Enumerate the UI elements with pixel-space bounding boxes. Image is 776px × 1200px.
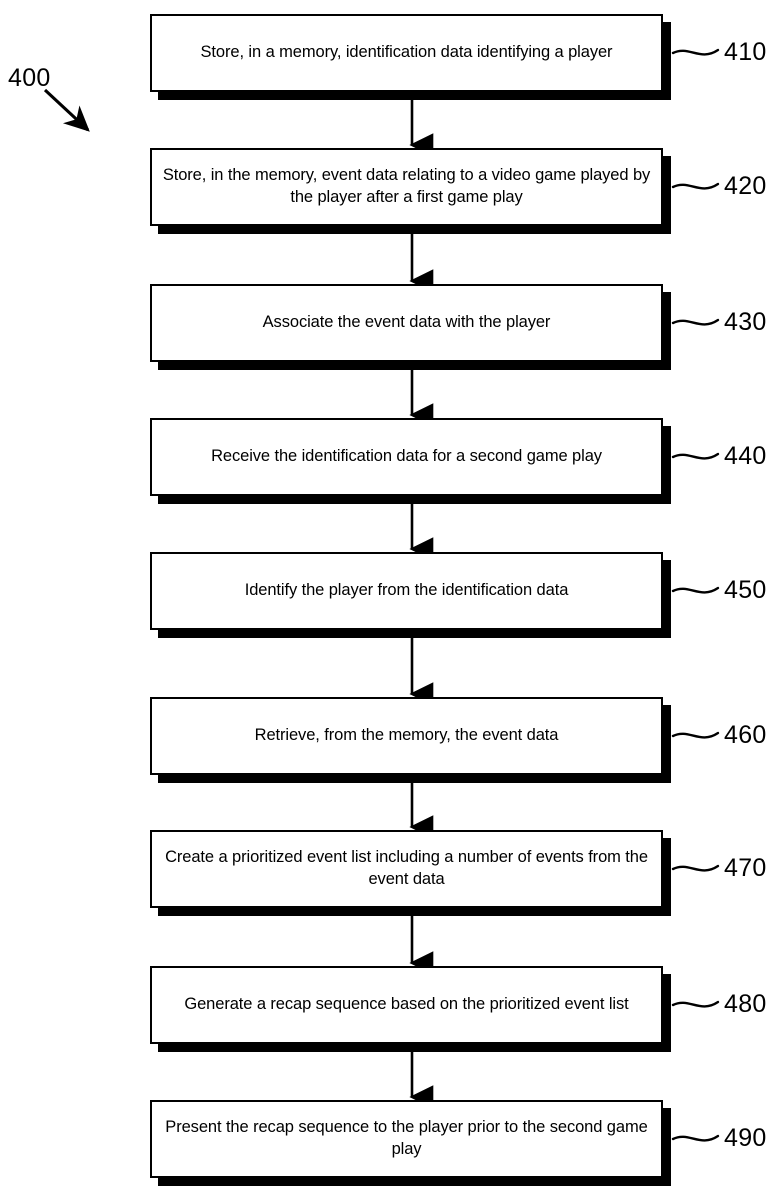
process-box-label: Store, in a memory, identification data … — [200, 43, 613, 62]
process-box-label: Store, in the memory, event data relatin… — [162, 166, 651, 206]
reference-number-410: 410 — [724, 38, 767, 66]
reference-number-430: 430 — [724, 308, 767, 336]
process-box-480[interactable]: Generate a recap sequence based on the p… — [150, 966, 663, 1044]
process-box-430[interactable]: Associate the event data with the player — [150, 284, 663, 362]
process-box-490[interactable]: Present the recap sequence to the player… — [150, 1100, 663, 1178]
leader-490 — [671, 1134, 720, 1142]
leader-420 — [671, 182, 720, 190]
process-box-420[interactable]: Store, in the memory, event data relatin… — [150, 148, 663, 226]
figure-number-label: 400 — [8, 64, 51, 92]
process-box-label: Identify the player from the identificat… — [244, 581, 569, 600]
process-box-470[interactable]: Create a prioritized event list includin… — [150, 830, 663, 908]
reference-number-470: 470 — [724, 854, 767, 882]
process-box-label: Associate the event data with the player — [262, 313, 551, 332]
leader-440 — [671, 452, 720, 460]
reference-number-490: 490 — [724, 1124, 767, 1152]
leader-450 — [671, 586, 720, 594]
process-box-label: Retrieve, from the memory, the event dat… — [254, 726, 559, 745]
process-box-label: Present the recap sequence to the player… — [165, 1118, 648, 1158]
leader-460 — [671, 731, 720, 739]
process-box-460[interactable]: Retrieve, from the memory, the event dat… — [150, 697, 663, 775]
process-box-label: Receive the identification data for a se… — [211, 447, 602, 466]
reference-number-420: 420 — [724, 172, 767, 200]
process-box-440[interactable]: Receive the identification data for a se… — [150, 418, 663, 496]
leader-480 — [671, 1000, 720, 1008]
process-box-label: Create a prioritized event list includin… — [165, 848, 648, 888]
leader-470 — [671, 864, 720, 872]
reference-number-460: 460 — [724, 721, 767, 749]
leader-410 — [671, 48, 720, 56]
leader-430 — [671, 318, 720, 326]
process-box-label: Generate a recap sequence based on the p… — [184, 995, 629, 1014]
process-box-410[interactable]: Store, in a memory, identification data … — [150, 14, 663, 92]
reference-number-440: 440 — [724, 442, 767, 470]
reference-number-480: 480 — [724, 990, 767, 1018]
process-box-450[interactable]: Identify the player from the identificat… — [150, 552, 663, 630]
reference-number-450: 450 — [724, 576, 767, 604]
